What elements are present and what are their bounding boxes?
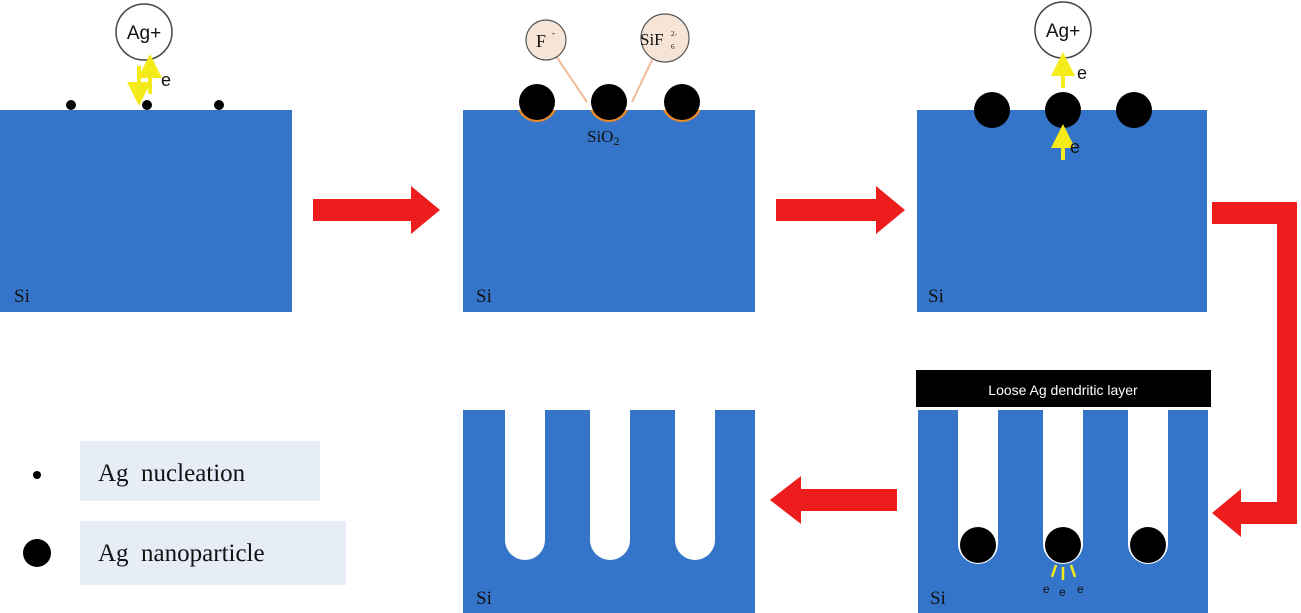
legend-nucleation-marker — [33, 471, 41, 479]
sif-ion-charge: 2- — [671, 30, 678, 38]
ag-ion-label: Ag+ — [127, 23, 161, 44]
sif-ion-pointer — [631, 57, 654, 103]
process-arrow-right — [313, 186, 440, 234]
legend-nanoparticle-label: Ag nanoparticle — [98, 540, 265, 567]
f-ion-pointer — [555, 55, 588, 103]
ag-nanoparticle — [1045, 92, 1081, 128]
legend-nanoparticle-marker — [23, 539, 51, 567]
electron-label: e — [1043, 582, 1050, 596]
si-label: Si — [476, 286, 492, 307]
silicon-block — [463, 110, 755, 312]
legend-nucleation-box — [80, 441, 320, 501]
ag-nanoparticle — [591, 84, 627, 120]
si-label: Si — [476, 588, 492, 609]
panel-1-ag-nucleation: Ag+ e Si — [0, 3, 292, 312]
si-label: Si — [14, 286, 30, 307]
silicon-block-etched — [463, 410, 755, 613]
sif-ion-label: SiF — [640, 30, 664, 49]
panel-5-silicon-nanowires: Si — [463, 410, 755, 613]
panel-4-etched-pores: Loose Ag dendritic layer e e e Si — [916, 370, 1211, 613]
dendritic-layer — [916, 370, 1211, 407]
ag-nanoparticle — [664, 84, 700, 120]
si-label: Si — [928, 286, 944, 307]
electron-label: e — [1077, 63, 1087, 83]
electron-label: e — [1077, 582, 1084, 596]
ag-nanoparticle — [1045, 527, 1081, 563]
ag-nucleus — [66, 100, 76, 110]
process-arrow-right — [776, 186, 905, 234]
silicon-block — [0, 110, 292, 312]
panel-3-ag-redeposition: Ag+ e e Si — [917, 1, 1207, 312]
electron-label: e — [1070, 137, 1080, 157]
f-ion-charge: - — [552, 28, 555, 38]
ag-nucleus — [142, 100, 152, 110]
process-arrow-elbow-vertical — [1277, 202, 1297, 524]
electron-arrow — [1069, 564, 1077, 578]
f-ion-bubble — [525, 19, 567, 61]
ag-nanoparticle — [1116, 92, 1152, 128]
silicon-block-etched — [918, 410, 1208, 613]
electron-label: e — [1059, 585, 1066, 599]
dendritic-layer-label: Loose Ag dendritic layer — [988, 382, 1138, 398]
ag-ion-label: Ag+ — [1046, 21, 1080, 42]
panel-2-oxidation-etching: F - SiF 6 2- SiO2 Si — [463, 13, 755, 312]
electron-arrow — [1050, 564, 1058, 578]
ag-nanoparticle — [974, 92, 1010, 128]
ag-nanoparticle — [1130, 527, 1166, 563]
f-ion-label: F — [536, 31, 546, 51]
sif-ion-subscript: 6 — [671, 43, 675, 51]
ag-nucleus — [214, 100, 224, 110]
sif-ion-bubble — [640, 13, 690, 63]
legend-nanoparticle-box — [80, 521, 346, 585]
legend-nucleation-label: Ag nucleation — [98, 460, 246, 487]
process-arrow-elbow-top — [1212, 202, 1297, 224]
legend: Ag nucleation Ag nanoparticle — [23, 441, 346, 585]
si-label: Si — [930, 588, 946, 609]
electron-label: e — [161, 70, 171, 90]
ag-nanoparticle — [519, 84, 555, 120]
process-arrow-left — [770, 476, 897, 524]
ag-nanoparticle — [960, 527, 996, 563]
sio2-label: SiO2 — [587, 127, 619, 148]
